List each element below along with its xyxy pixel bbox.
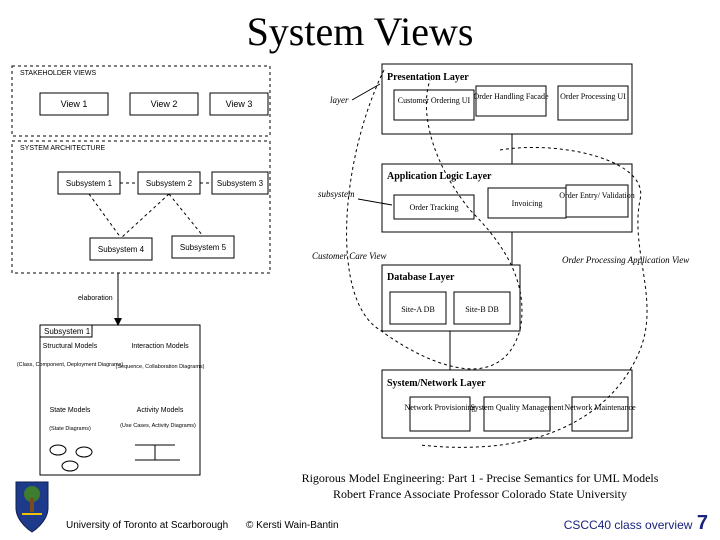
view-2-label: View 2 xyxy=(151,99,178,109)
site-b-db-label: Site-B DB xyxy=(465,305,499,314)
customer-care-view-annotation: Customer Care View xyxy=(312,251,387,261)
network-provisioning-label: Network Provisioning xyxy=(405,403,476,412)
layer-annotation: layer xyxy=(330,95,349,105)
system-architecture-label: SYSTEM ARCHITECTURE xyxy=(20,145,106,152)
dependency-line xyxy=(168,193,204,237)
subsystem-3-box xyxy=(211,171,269,195)
view-3-label: View 3 xyxy=(226,99,253,109)
footer-course-label: CSCC40 class overview xyxy=(563,518,693,532)
stakeholder-views-frame xyxy=(11,65,271,137)
network-maintenance-box xyxy=(571,396,629,432)
subsystem-5-label: Subsystem 5 xyxy=(180,243,227,252)
state-sketch xyxy=(61,460,79,472)
dependency-line xyxy=(120,193,170,239)
source-caption-line2: Robert France Associate Professor Colora… xyxy=(333,487,627,501)
view-2-box xyxy=(129,92,199,116)
order-tracking-box xyxy=(393,194,475,220)
application-logic-layer-label: Application Logic Layer xyxy=(387,171,492,182)
state-models-sub: (State Diagrams) xyxy=(49,426,91,432)
footer-copyright: © Kersti Wain-Bantin xyxy=(246,520,339,531)
customer-care-view-outline xyxy=(346,69,523,370)
order-entry-validation-label: Order Entry/ Validation xyxy=(559,191,634,200)
stakeholder-views-label: STAKEHOLDER VIEWS xyxy=(20,70,96,77)
subsystem-detail-tab xyxy=(39,324,93,338)
interaction-models-sub: (Sequence, Collaboration Diagrams) xyxy=(116,364,205,370)
slide-title: System Views xyxy=(246,9,474,54)
invoicing-label: Invoicing xyxy=(512,199,543,208)
footer-page-number: 7 xyxy=(696,512,708,534)
view-1-label: View 1 xyxy=(61,99,88,109)
customer-ordering-ui-label: Customer Ordering UI xyxy=(398,96,471,105)
state-models-label: State Models xyxy=(50,407,91,414)
system-architecture-frame xyxy=(11,140,271,274)
elaboration-label: elaboration xyxy=(78,295,113,302)
order-handling-facade-label: Order Handling Facade xyxy=(473,92,549,101)
order-processing-view-annotation: Order Processing Application View xyxy=(562,255,689,265)
state-sketch xyxy=(49,444,67,456)
dependency-line xyxy=(88,193,122,239)
footer-course: CSCC40 class overview 7 xyxy=(564,512,708,535)
system-quality-management-label: System Quality Management xyxy=(470,403,564,412)
order-handling-facade-box xyxy=(475,85,547,117)
subsystem-annotation: subsystem xyxy=(318,189,355,199)
site-a-db-label: Site-A DB xyxy=(401,305,435,314)
source-caption-line1: Rigorous Model Engineering: Part 1 - Pre… xyxy=(301,471,659,485)
system-network-layer-label: System/Network Layer xyxy=(387,378,486,389)
site-b-db-box xyxy=(453,291,511,325)
order-processing-ui-box xyxy=(557,85,629,121)
order-entry-validation-box xyxy=(565,184,629,218)
subsystem-3-label: Subsystem 3 xyxy=(217,179,264,188)
site-a-db-box xyxy=(389,291,447,325)
order-processing-ui-label: Order Processing UI xyxy=(560,92,626,101)
interaction-models-label: Interaction Models xyxy=(131,343,189,350)
university-crest-logo xyxy=(15,481,49,533)
state-sketch xyxy=(75,446,93,458)
order-processing-view-outline xyxy=(419,147,648,448)
database-layer-label: Database Layer xyxy=(387,272,455,283)
subsystem-1-label: Subsystem 1 xyxy=(66,179,113,188)
order-tracking-label: Order Tracking xyxy=(409,203,458,212)
subsystem-detail-frame xyxy=(39,324,201,476)
view-1-box xyxy=(39,92,109,116)
activity-models-label: Activity Models xyxy=(137,407,184,414)
subsystem-annotation-arrow xyxy=(357,198,393,206)
structural-models-sub: (Class, Component, Deployment Diagrams) xyxy=(17,362,124,368)
system-quality-management-box xyxy=(483,396,551,432)
presentation-layer-label: Presentation Layer xyxy=(387,72,469,83)
left-architecture-diagram: STAKEHOLDER VIEWS View 1 View 2 View 3 S… xyxy=(11,65,271,476)
network-maintenance-label: Network Maintenance xyxy=(564,403,636,412)
subsystem-2-label: Subsystem 2 xyxy=(146,179,193,188)
view-3-box xyxy=(209,92,269,116)
layer-annotation-arrow xyxy=(351,83,381,101)
right-layered-diagram: Presentation Layer Customer Ordering UI … xyxy=(312,63,689,448)
invoicing-box xyxy=(487,187,567,219)
footer-university: University of Toronto at Scarborough xyxy=(66,520,229,531)
activity-models-sub: (Use Cases, Activity Diagrams) xyxy=(120,423,196,429)
network-provisioning-box xyxy=(409,396,471,432)
customer-ordering-ui-box xyxy=(393,89,475,121)
structural-models-label: Structural Models xyxy=(43,343,98,350)
subsystem-4-label: Subsystem 4 xyxy=(98,245,145,254)
subsystem-detail-label: Subsystem 1 xyxy=(44,327,91,336)
elaboration-arrowhead xyxy=(114,318,122,326)
